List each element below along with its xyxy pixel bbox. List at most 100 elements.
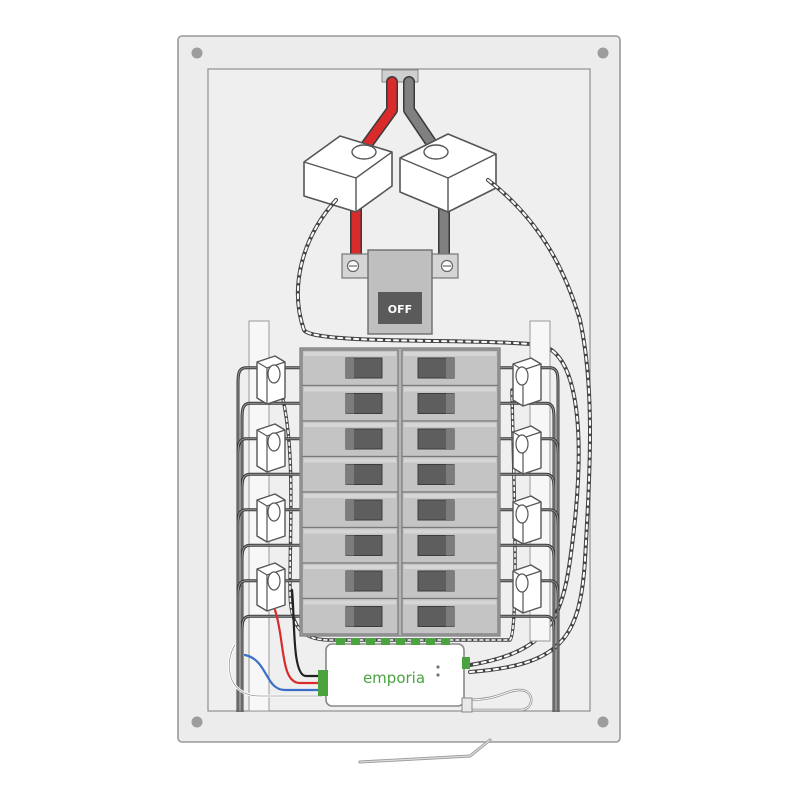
breaker-left-5 (301, 491, 399, 529)
circuit-wire-left-highlight-8 (241, 615, 302, 712)
sensor-aperture (515, 504, 529, 524)
breaker-bevel (304, 565, 396, 569)
circuit-wire-left-highlight-2 (241, 402, 302, 712)
breaker-left-7 (301, 562, 399, 600)
circuit-wire-right-highlight-5 (498, 509, 559, 712)
branch-sensor-left-3 (256, 493, 286, 543)
circuit-wire-left-highlight-7 (237, 580, 302, 712)
sensor-edge (256, 568, 286, 611)
sensor-aperture (267, 432, 281, 452)
sensor-aperture (267, 502, 281, 522)
circuit-wire-right-highlight-1 (498, 367, 559, 712)
breaker-bevel (404, 352, 496, 356)
monitor-right-port (462, 657, 470, 669)
breaker-handle-edge (346, 571, 354, 591)
breaker-bevel (304, 458, 396, 463)
breaker-handle-edge (346, 606, 354, 627)
mounting-screw-top-right (597, 47, 609, 59)
circuit-wire-left-highlight-1 (237, 367, 302, 712)
breaker-right-2 (401, 384, 499, 422)
mounting-screw-bottom-left (191, 716, 203, 728)
sensor-edge (256, 361, 286, 404)
circuit-wires (236, 366, 560, 712)
circuit-wire-right-highlight-7 (498, 580, 559, 712)
breaker-right-5 (401, 491, 499, 529)
sensor-aperture (515, 573, 529, 593)
breaker-handle-edge (446, 358, 454, 378)
breaker-handle-edge (446, 571, 454, 591)
mounting-screw-bottom-right (597, 716, 609, 728)
monitor-top-ports (336, 638, 450, 645)
circuit-wire-right-highlight-3 (498, 438, 559, 712)
monitor-leads (228, 588, 533, 712)
circuit-wire-left-highlight-6 (241, 544, 302, 712)
breaker-right-1 (401, 349, 499, 387)
antenna (358, 738, 492, 764)
branch-sensor-left-2 (256, 423, 286, 473)
breaker-right-4 (401, 455, 499, 493)
circuit-wire-left-highlight-5 (237, 509, 302, 712)
breaker-bevel (304, 494, 396, 498)
monitor-brand-label: emporia (363, 669, 425, 687)
breaker-handle-edge (346, 535, 354, 556)
blue-wire (243, 653, 324, 692)
main-switch-label: OFF (388, 303, 412, 316)
sensor-aperture (267, 364, 281, 384)
breaker-handle-edge (446, 535, 454, 556)
breaker-handle-edge (346, 500, 354, 520)
breaker-right-7 (401, 562, 499, 600)
breaker-handle-edge (346, 358, 354, 378)
breaker-left-2 (301, 384, 399, 422)
breaker-left-3 (301, 420, 399, 458)
breaker-bevel (404, 458, 496, 463)
breaker-bevel (304, 387, 396, 392)
circuit-wire-right-highlight-8 (498, 615, 555, 712)
circuit-wire-left-highlight-4 (241, 473, 302, 712)
mounting-screw-top-left (191, 47, 203, 59)
branch-sensor-right-3 (512, 495, 542, 545)
breaker-handle-edge (446, 606, 454, 627)
breaker-right-6 (401, 526, 499, 564)
main-switch: OFF (341, 249, 459, 335)
breaker-bevel (404, 387, 496, 392)
breaker-handle-edge (346, 429, 354, 449)
status-led-1 (436, 665, 440, 669)
circuit-wire-right-highlight-4 (498, 473, 555, 712)
breaker-handle-edge (446, 464, 454, 485)
breaker-bevel (304, 600, 396, 605)
branch-sensors (256, 355, 542, 614)
sensor-edge (256, 499, 286, 542)
breaker-right-3 (401, 420, 499, 458)
sensor-aperture (267, 571, 281, 591)
branch-sensor-right-1 (512, 357, 542, 407)
sensor-aperture (515, 366, 529, 386)
breaker-handle-edge (346, 393, 354, 414)
circuit-wire-left-highlight-3 (237, 438, 302, 712)
breaker-left-6 (301, 526, 399, 564)
breaker-left-4 (301, 455, 399, 493)
breaker-left-1 (301, 349, 399, 387)
breaker-handle-edge (446, 429, 454, 449)
breaker-handle-edge (446, 393, 454, 414)
energy-monitor: emporia (318, 638, 473, 713)
black-wire (290, 588, 324, 678)
branch-sensor-left-4 (256, 562, 286, 612)
breaker-bevel (404, 600, 496, 605)
breaker-bevel (404, 423, 496, 427)
breaker-bevel (304, 352, 396, 356)
breaker-bevel (304, 423, 396, 427)
breaker-handle-edge (346, 464, 354, 485)
breaker-left-8 (301, 597, 399, 635)
breaker-bank (299, 347, 501, 637)
breaker-bevel (404, 494, 496, 498)
main-switch-handle (378, 292, 422, 324)
breaker-bevel (404, 529, 496, 534)
circuit-wire-right-highlight-2 (498, 402, 555, 712)
branch-sensor-right-4 (512, 564, 542, 614)
sensor-edge (256, 429, 286, 472)
branch-sensor-right-2 (512, 425, 542, 475)
status-led-2 (436, 673, 440, 677)
breaker-right-8 (401, 597, 499, 635)
breaker-bevel (304, 529, 396, 534)
